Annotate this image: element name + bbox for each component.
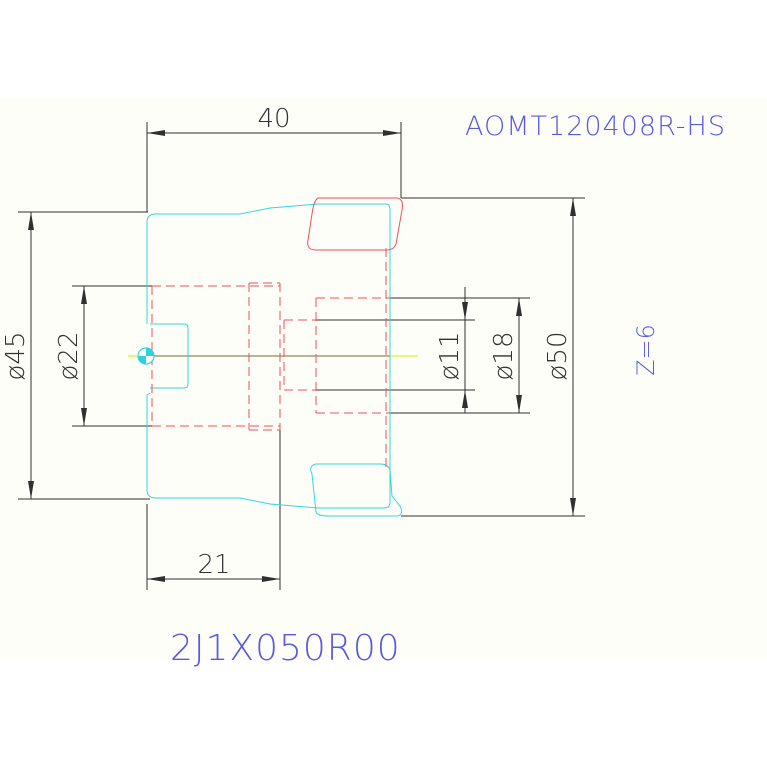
dim-length-total: 40 bbox=[257, 104, 290, 134]
drawing-sheet bbox=[0, 97, 767, 657]
teeth-count-label: Z=6 bbox=[632, 324, 660, 376]
dim-length-bore: 21 bbox=[197, 550, 230, 580]
upper-insert-pocket bbox=[307, 197, 403, 251]
origin-marker bbox=[137, 347, 155, 365]
dim-hub-diameter: ø45 bbox=[1, 332, 31, 381]
dim-pilot-diameter: ø22 bbox=[54, 332, 84, 381]
insert-code-label: AOMT120408R-HS bbox=[465, 111, 726, 142]
tool-code-label: 2J1X050R00 bbox=[170, 628, 401, 669]
dim-small-hole-diameter: ø11 bbox=[435, 332, 465, 381]
dimension-lines bbox=[18, 122, 585, 590]
tool-outline bbox=[146, 203, 403, 517]
dim-counterbore-diameter: ø18 bbox=[489, 332, 519, 381]
dim-cutter-diameter: ø50 bbox=[543, 332, 573, 381]
dimension-arrows bbox=[28, 130, 576, 582]
